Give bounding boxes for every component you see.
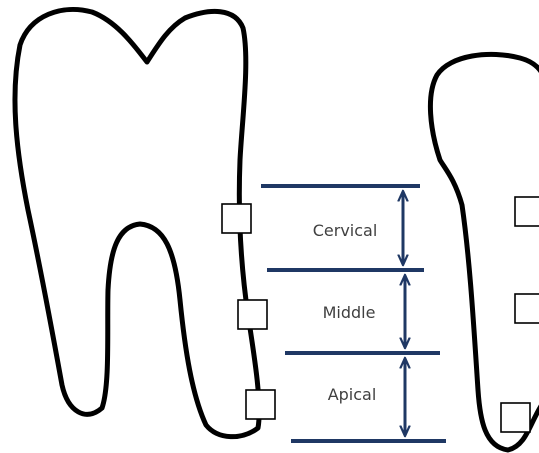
cervical-marker-premolar bbox=[515, 197, 539, 226]
middle-marker-molar bbox=[238, 300, 267, 329]
middle-label: Middle bbox=[323, 303, 376, 322]
cervical-marker-molar bbox=[222, 204, 251, 233]
premolar-tooth-outline bbox=[430, 54, 539, 450]
apical-marker-premolar bbox=[501, 403, 530, 432]
middle-marker-premolar bbox=[515, 294, 539, 323]
cervical-label: Cervical bbox=[313, 221, 378, 240]
apical-marker-molar bbox=[246, 390, 275, 419]
apical-label: Apical bbox=[328, 385, 377, 404]
